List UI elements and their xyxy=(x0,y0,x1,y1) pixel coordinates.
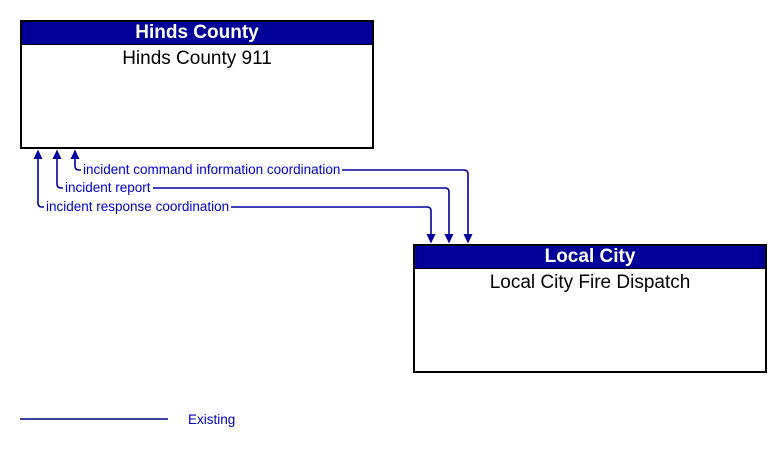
arrow-down-icon xyxy=(444,234,454,244)
arrow-down-icon xyxy=(463,234,473,244)
flow-line-incident-report xyxy=(52,149,454,244)
entity-header-local-city: Local City xyxy=(415,246,765,269)
arrow-up-icon xyxy=(52,149,62,159)
arrow-down-icon xyxy=(426,234,436,244)
flow-line-path xyxy=(56,155,450,237)
flow-line-path xyxy=(37,155,432,237)
entity-header-hinds-county: Hinds County xyxy=(22,22,372,45)
flow-label-incident-report[interactable]: incident report xyxy=(63,180,153,196)
entity-element-local-city-fire-dispatch: Local City Fire Dispatch xyxy=(489,272,691,293)
arrow-up-icon xyxy=(70,149,80,159)
flow-label-incident-response-coordination[interactable]: incident response coordination xyxy=(44,199,232,215)
arrow-up-icon xyxy=(33,149,43,159)
flow-label-incident-command-information-coordination[interactable]: incident command information coordinatio… xyxy=(81,162,343,178)
legend-existing-label: Existing xyxy=(188,412,236,427)
entity-hinds-county-911[interactable]: Hinds County Hinds County 911 xyxy=(20,20,374,149)
entity-local-city-fire-dispatch[interactable]: Local City Local City Fire Dispatch xyxy=(413,244,767,373)
flow-line-incident-response-coordination xyxy=(33,149,436,244)
entity-element-hinds-county-911: Hinds County 911 xyxy=(122,48,272,69)
